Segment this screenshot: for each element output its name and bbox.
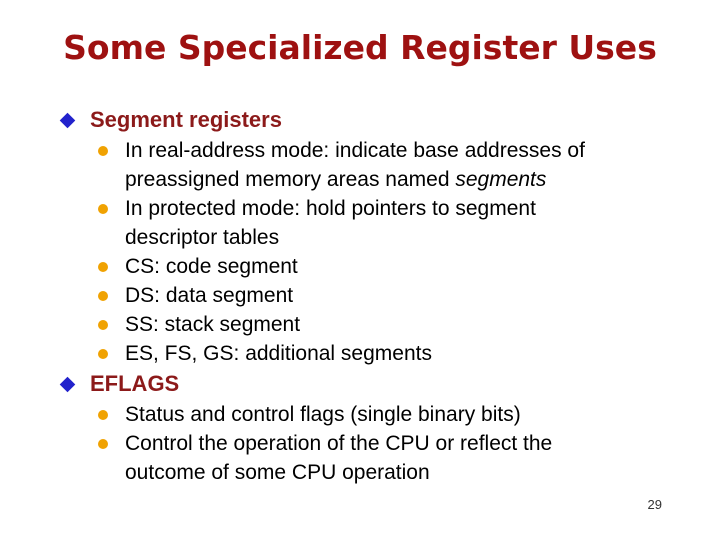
list-item: CS: code segment — [98, 252, 720, 281]
list-item-text-main: In protected mode: hold pointers to segm… — [125, 197, 536, 249]
list-item: DS: data segment — [98, 281, 720, 310]
slide-title: Some Specialized Register Uses — [63, 28, 657, 67]
bullet-box — [98, 136, 125, 165]
list-item-text: SS: stack segment — [125, 310, 607, 339]
list-item: In protected mode: hold pointers to segm… — [98, 194, 720, 252]
list-item-text-main: Status and control flags (single binary … — [125, 403, 521, 426]
list-item: In real-address mode: indicate base addr… — [98, 136, 720, 194]
list-item: SS: stack segment — [98, 310, 720, 339]
orange-bullet-icon — [98, 409, 108, 420]
list-item-text-main: Control the operation of the CPU or refl… — [125, 432, 553, 484]
orange-bullet-icon — [98, 319, 108, 330]
page-number: 29 — [647, 497, 662, 512]
list-item-text-main: SS: stack segment — [125, 313, 301, 336]
slide-content: Segment registers In real-address mode: i… — [56, 104, 720, 487]
orange-bullet-icon — [98, 145, 108, 156]
bullet-box — [98, 310, 125, 339]
bullet-box — [98, 400, 125, 429]
section-heading: EFLAGS — [90, 371, 180, 396]
diamond-bullet-icon — [59, 376, 76, 392]
bullet-box — [98, 429, 125, 458]
list-item-text-main: ES, FS, GS: additional segments — [125, 342, 432, 365]
diamond-bullet-icon — [59, 112, 76, 128]
bullet-box — [98, 194, 125, 223]
orange-bullet-icon — [98, 438, 108, 449]
list-item-text: Control the operation of the CPU or refl… — [125, 429, 607, 487]
section-heading: Segment registers — [90, 107, 282, 132]
bullet-list: Status and control flags (single binary … — [98, 400, 720, 487]
list-item-text: CS: code segment — [125, 252, 607, 281]
bullet-box — [98, 252, 125, 281]
list-item: Control the operation of the CPU or refl… — [98, 429, 720, 487]
orange-bullet-icon — [98, 261, 108, 272]
italic-term: segments — [455, 168, 547, 191]
list-item-text: DS: data segment — [125, 281, 607, 310]
list-item-text-main: In real-address mode: indicate base addr… — [125, 139, 585, 191]
section-heading-row: EFLAGS — [56, 368, 720, 400]
list-item-text-main: CS: code segment — [125, 255, 298, 278]
list-item-text: In protected mode: hold pointers to segm… — [125, 194, 607, 252]
list-item-text: ES, FS, GS: additional segments — [125, 339, 607, 368]
orange-bullet-icon — [98, 348, 108, 359]
list-item-text: In real-address mode: indicate base addr… — [125, 136, 607, 194]
section-heading-row: Segment registers — [56, 104, 720, 136]
orange-bullet-icon — [98, 290, 108, 301]
bullet-box — [98, 339, 125, 368]
bullet-list: In real-address mode: indicate base addr… — [98, 136, 720, 368]
list-item: Status and control flags (single binary … — [98, 400, 720, 429]
list-item: ES, FS, GS: additional segments — [98, 339, 720, 368]
list-item-text-main: DS: data segment — [125, 284, 294, 307]
section-segment-registers: Segment registers In real-address mode: i… — [56, 104, 720, 368]
list-item-text: Status and control flags (single binary … — [125, 400, 607, 429]
section-eflags: EFLAGS Status and control flags (single b… — [56, 368, 720, 487]
bullet-box — [98, 281, 125, 310]
orange-bullet-icon — [98, 203, 108, 214]
